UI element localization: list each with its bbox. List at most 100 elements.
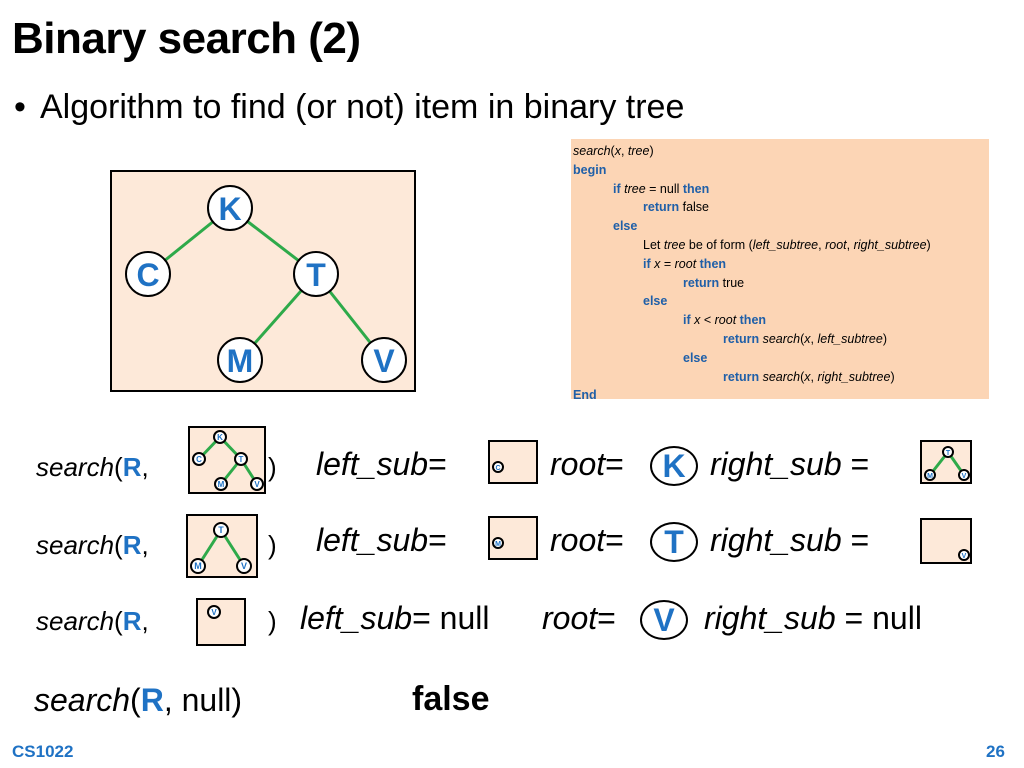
code-var: x (804, 369, 811, 384)
code-sep: , (810, 369, 818, 384)
paren: ( (114, 530, 123, 560)
comma: , (141, 452, 149, 482)
tree-node-right-left-label: M (227, 343, 254, 379)
mini-node (214, 477, 228, 491)
root-node-1: K (650, 446, 698, 486)
close-paren-3: ) (268, 606, 277, 636)
left-sub-text: left_sub (316, 522, 429, 558)
mini-node-label: V (241, 561, 247, 571)
mini-tree-t-svg: T M V (190, 522, 252, 574)
code-kw: return (723, 331, 760, 346)
eq: = (605, 522, 624, 558)
arg-r: R (122, 530, 142, 560)
code-line-13: return search(x, right_subtree) (573, 368, 989, 387)
binary-tree-diagram: K C T M V (110, 170, 416, 392)
bullet-label: Algorithm to find (or not) item in binar… (40, 88, 685, 126)
code-var: tree (627, 144, 650, 158)
mini-node-label: V (211, 608, 217, 617)
search-word: search (34, 682, 131, 718)
code-paren: ) (882, 331, 887, 346)
code-line-7: if x = root then (573, 255, 989, 274)
code-fn: search (573, 144, 611, 158)
code-var: left_subtree (817, 331, 883, 346)
mini-node (492, 537, 504, 549)
code-var: left_subtree (752, 237, 819, 252)
code-var: root (714, 313, 737, 328)
root-node-2: T (650, 522, 698, 562)
code-var: x (804, 331, 811, 346)
code-sep: , (818, 237, 826, 252)
code-line-2: begin (573, 162, 607, 177)
comma: , (141, 530, 149, 560)
mini-tree-right-v: V (920, 518, 972, 564)
code-kw: if (643, 256, 651, 271)
mini-node (236, 558, 252, 574)
mini-node-label: M (495, 541, 501, 548)
left-sub-text: left_sub (300, 600, 413, 636)
code-fn: search (759, 331, 801, 346)
code-kw: return (723, 369, 760, 384)
bullet-text: •Algorithm to find (or not) item in bina… (14, 88, 684, 127)
mini-node-label: M (927, 473, 933, 480)
mini-tree-v-svg: V (207, 605, 221, 619)
code-fn: search (759, 369, 801, 384)
right-sub-text: right_sub (710, 446, 842, 482)
code-line-6: Let tree be of form (left_subtree, root,… (573, 236, 989, 255)
close-paren-1: ) (268, 452, 277, 482)
right-sub-label-1: right_sub = (710, 446, 869, 483)
null-arg: , null) (163, 682, 243, 718)
tree-node-right-right-label: V (373, 343, 395, 379)
arg-r: R (140, 682, 164, 718)
paren: ( (114, 606, 123, 636)
root-text: root (550, 446, 606, 482)
close-paren-2: ) (268, 530, 277, 560)
mini-node (958, 469, 970, 481)
code-paren: ( (610, 144, 615, 158)
mini-node (213, 430, 227, 444)
code-kw: then (682, 181, 710, 196)
root-text: root (542, 600, 598, 636)
code-var: root (825, 237, 847, 252)
code-text: = (660, 256, 675, 271)
code-sep: , (620, 144, 628, 158)
mini-tree-full-svg: K C T M V (192, 430, 264, 491)
tree-node-right-left (217, 337, 263, 383)
eq-null: = null (412, 600, 490, 636)
mini-node (250, 477, 264, 491)
code-var: root (674, 256, 697, 271)
code-kw: return (683, 275, 720, 290)
root-label-3: root= (542, 600, 616, 637)
code-sep: , (810, 331, 818, 346)
mini-tree-v: V (196, 598, 246, 646)
mini-tree-left-m-svg: M (492, 537, 504, 549)
code-kw: then (736, 313, 767, 328)
code-paren: ) (890, 369, 895, 384)
mini-node-label: T (218, 525, 224, 535)
code-sep: , (846, 237, 854, 252)
left-sub-label-1: left_sub= (316, 446, 447, 483)
mini-node (924, 469, 936, 481)
code-line-3: if tree = null then (573, 180, 989, 199)
search-word: search (36, 530, 115, 560)
code-text: false (679, 200, 710, 215)
root-label-2: root= (550, 522, 624, 559)
eq: = (605, 446, 624, 482)
mini-node (213, 522, 229, 538)
eq: = (597, 600, 616, 636)
tree-node-left (125, 251, 171, 297)
code-text: = null (645, 181, 683, 196)
mini-node (192, 452, 206, 466)
code-text: be of form ( (685, 237, 753, 252)
mini-node-label: T (239, 455, 244, 464)
mini-node (234, 452, 248, 466)
right-sub-text: right_sub (704, 600, 836, 636)
mini-tree-right-t: T M V (920, 440, 972, 484)
left-sub-null: left_sub= null (300, 600, 489, 637)
code-var: x (650, 256, 661, 271)
code-paren: ) (649, 144, 654, 158)
mini-tree-right-t-svg: T M V (924, 446, 970, 481)
comma: , (141, 606, 149, 636)
tree-node-right-label: T (306, 257, 326, 293)
mini-node (207, 605, 221, 619)
left-sub-text: left_sub (316, 446, 429, 482)
